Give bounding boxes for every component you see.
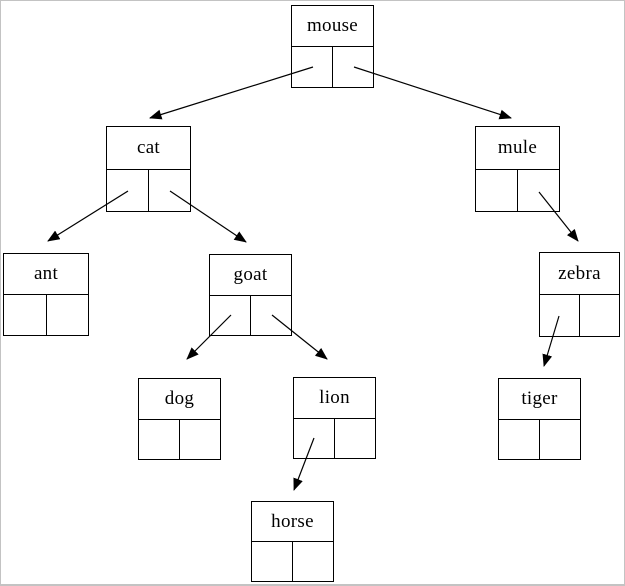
left-pointer-cell xyxy=(292,47,333,87)
node-label-dog: dog xyxy=(139,379,220,420)
left-pointer-cell xyxy=(4,295,47,335)
tree-node-horse: horse xyxy=(251,501,334,582)
right-pointer-cell xyxy=(180,420,220,460)
left-pointer-cell xyxy=(139,419,180,459)
node-label-horse: horse xyxy=(252,502,333,542)
node-label-goat: goat xyxy=(210,255,291,296)
pointer-cells xyxy=(292,47,373,87)
tree-node-lion: lion xyxy=(293,377,376,459)
node-label-lion: lion xyxy=(294,378,375,419)
tree-node-zebra: zebra xyxy=(539,252,620,337)
left-pointer-cell xyxy=(499,419,540,459)
left-pointer-cell xyxy=(107,169,149,211)
right-pointer-cell xyxy=(540,420,580,460)
tree-node-tiger: tiger xyxy=(498,378,581,460)
left-pointer-cell xyxy=(540,295,580,336)
right-pointer-cell xyxy=(518,170,559,212)
right-pointer-cell xyxy=(149,170,190,212)
pointer-cells xyxy=(107,169,190,212)
node-label-mule: mule xyxy=(476,127,559,170)
tree-node-mule: mule xyxy=(475,126,560,212)
pointer-cells xyxy=(540,295,619,336)
node-label-zebra: zebra xyxy=(540,253,619,295)
pointer-cells xyxy=(139,419,220,460)
right-pointer-cell xyxy=(580,295,619,336)
node-label-cat: cat xyxy=(107,127,190,170)
pointer-cells xyxy=(499,419,580,460)
right-pointer-cell xyxy=(335,419,375,459)
right-pointer-cell xyxy=(293,542,333,581)
pointer-cells xyxy=(4,295,88,335)
left-pointer-cell xyxy=(252,542,293,581)
pointer-cells xyxy=(252,542,333,581)
left-pointer-cell xyxy=(294,418,335,458)
right-pointer-cell xyxy=(47,295,89,335)
node-label-tiger: tiger xyxy=(499,379,580,420)
node-label-ant: ant xyxy=(4,254,88,295)
right-pointer-cell xyxy=(251,296,291,336)
tree-node-mouse: mouse xyxy=(291,5,374,88)
pointer-cells xyxy=(476,169,559,212)
left-pointer-cell xyxy=(210,295,251,335)
tree-node-ant: ant xyxy=(3,253,89,336)
tree-node-goat: goat xyxy=(209,254,292,336)
tree-node-dog: dog xyxy=(138,378,221,460)
left-pointer-cell xyxy=(476,169,518,211)
pointer-cells xyxy=(294,418,375,459)
node-label-mouse: mouse xyxy=(292,6,373,47)
right-pointer-cell xyxy=(333,47,373,87)
tree-node-cat: cat xyxy=(106,126,191,212)
pointer-cells xyxy=(210,295,291,336)
